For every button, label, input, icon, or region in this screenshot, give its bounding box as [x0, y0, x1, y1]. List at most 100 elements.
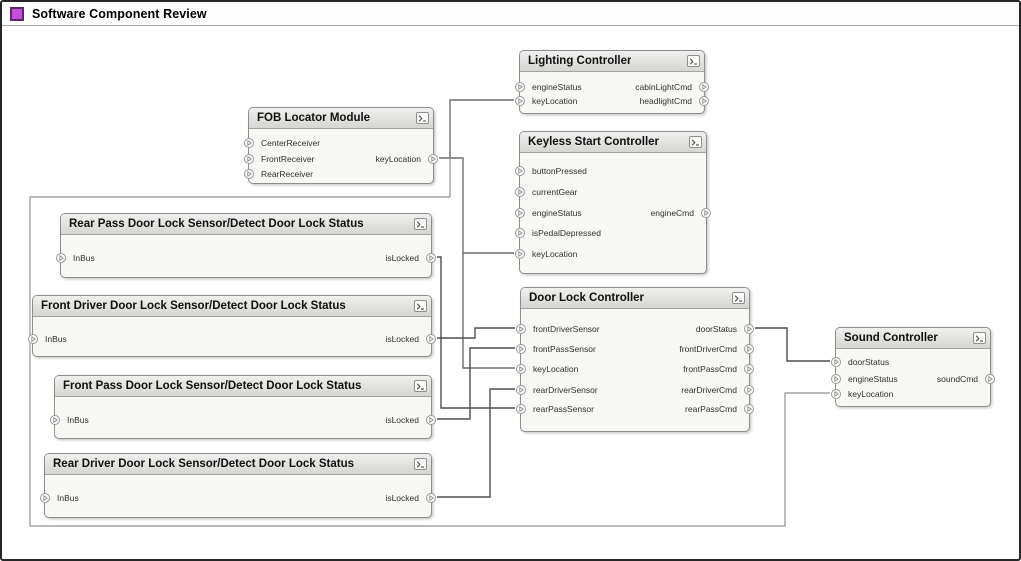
- port-in-FrontReceiver[interactable]: [244, 154, 254, 164]
- port-label-CenterReceiver: CenterReceiver: [261, 138, 321, 148]
- component-header[interactable]: Rear Pass Door Lock Sensor/Detect Door L…: [61, 214, 431, 235]
- port-in-doorStatus[interactable]: [831, 357, 841, 367]
- wire-fob.keyLocation-to-keyless.keyLocation[interactable]: [450, 157, 514, 254]
- window-title: Software Component Review: [32, 6, 207, 21]
- component-lighting[interactable]: Lighting Controller engineStatus keyLocati…: [515, 50, 709, 114]
- port-in-rearDriverSensor[interactable]: [516, 385, 526, 395]
- port-label-keyLocation: keyLocation: [532, 96, 578, 106]
- component-header[interactable]: Front Pass Door Lock Sensor/Detect Door …: [55, 376, 431, 397]
- wire-reardriver.isLocked-to-doorlock.rearDriverSensor[interactable]: [437, 388, 515, 498]
- component-doorlock[interactable]: Door Lock Controller frontDriverSensor fro…: [516, 287, 754, 432]
- wire-fob.keyLocation-to-sound.keyLocation[interactable]: [29, 158, 830, 527]
- wire-fob.keyLocation-to-doorlock.keyLocation[interactable]: [462, 253, 515, 369]
- port-out-frontDriverCmd[interactable]: [744, 344, 754, 354]
- wire-frontpass.isLocked-to-doorlock.frontPassSensor[interactable]: [437, 347, 515, 420]
- port-label-rearDriverCmd: rearDriverCmd: [681, 385, 737, 395]
- port-out-frontPassCmd[interactable]: [744, 364, 754, 374]
- port-out-engineCmd[interactable]: [701, 208, 711, 218]
- wire-fob.keyLocation-to-lighting.keyLocation[interactable]: [439, 99, 514, 159]
- component-frontdriver[interactable]: Front Driver Door Lock Sensor/Detect Doo…: [28, 295, 436, 357]
- content-preview-badge-icon[interactable]: [414, 218, 427, 230]
- port-in-InBus[interactable]: [50, 415, 60, 425]
- wire-doorlock.doorStatus-to-sound.doorStatus[interactable]: [755, 327, 830, 362]
- port-out-isLocked[interactable]: [426, 493, 436, 503]
- component-title: Rear Pass Door Lock Sensor/Detect Door L…: [69, 218, 364, 230]
- component-header[interactable]: Lighting Controller: [520, 51, 704, 72]
- content-preview-badge-icon[interactable]: [414, 300, 427, 312]
- port-in-rearPassSensor[interactable]: [516, 404, 526, 414]
- port-in-RearReceiver[interactable]: [244, 169, 254, 179]
- component-frontpass[interactable]: Front Pass Door Lock Sensor/Detect Door …: [50, 375, 436, 439]
- port-in-engineStatus[interactable]: [515, 208, 525, 218]
- component-title: Sound Controller: [844, 332, 938, 344]
- port-in-keyLocation[interactable]: [516, 364, 526, 374]
- port-out-rearPassCmd[interactable]: [744, 404, 754, 414]
- component-reardriver[interactable]: Rear Driver Door Lock Sensor/Detect Door…: [40, 453, 436, 518]
- port-out-isLocked[interactable]: [426, 334, 436, 344]
- component-title: Front Pass Door Lock Sensor/Detect Door …: [63, 380, 362, 392]
- port-label-frontDriverSensor: frontDriverSensor: [533, 324, 600, 334]
- port-in-keyLocation[interactable]: [515, 249, 525, 259]
- port-out-doorStatus[interactable]: [744, 324, 754, 334]
- port-label-isLocked: isLocked: [385, 415, 419, 425]
- port-label-doorStatus: doorStatus: [695, 324, 737, 334]
- content-preview-badge-icon[interactable]: [414, 458, 427, 470]
- port-label-frontPassSensor: frontPassSensor: [533, 344, 596, 354]
- port-in-InBus[interactable]: [28, 334, 38, 344]
- component-title: Keyless Start Controller: [528, 136, 660, 148]
- content-preview-badge-icon[interactable]: [414, 380, 427, 392]
- title-bar: Software Component Review: [2, 2, 1019, 26]
- port-in-currentGear[interactable]: [515, 187, 525, 197]
- port-out-cabinLightCmd[interactable]: [699, 82, 709, 92]
- port-in-buttonPressed[interactable]: [515, 166, 525, 176]
- wire-frontdriver.isLocked-to-doorlock.frontDriverSensor[interactable]: [437, 327, 515, 339]
- content-preview-badge-icon[interactable]: [416, 112, 429, 124]
- component-title: Lighting Controller: [528, 55, 632, 67]
- port-label-InBus: InBus: [67, 415, 89, 425]
- port-out-isLocked[interactable]: [426, 415, 436, 425]
- port-in-frontDriverSensor[interactable]: [516, 324, 526, 334]
- port-label-headlightCmd: headlightCmd: [639, 96, 692, 106]
- port-in-keyLocation[interactable]: [515, 96, 525, 106]
- wire-rearpass.isLocked-to-doorlock.rearPassSensor[interactable]: [437, 256, 515, 409]
- port-label-isLocked: isLocked: [385, 493, 419, 503]
- port-out-headlightCmd[interactable]: [699, 96, 709, 106]
- port-label-FrontReceiver: FrontReceiver: [261, 154, 315, 164]
- component-header[interactable]: Door Lock Controller: [521, 288, 749, 309]
- port-label-engineStatus: engineStatus: [532, 82, 582, 92]
- port-in-engineStatus[interactable]: [831, 374, 841, 384]
- component-header[interactable]: Front Driver Door Lock Sensor/Detect Doo…: [33, 296, 431, 317]
- port-out-rearDriverCmd[interactable]: [744, 385, 754, 395]
- component-title: Rear Driver Door Lock Sensor/Detect Door…: [53, 458, 354, 470]
- port-out-soundCmd[interactable]: [985, 374, 995, 384]
- component-title: Front Driver Door Lock Sensor/Detect Doo…: [41, 300, 346, 312]
- content-preview-badge-icon[interactable]: [973, 332, 986, 344]
- component-header[interactable]: FOB Locator Module: [249, 108, 433, 129]
- port-out-keyLocation[interactable]: [428, 154, 438, 164]
- component-header[interactable]: Sound Controller: [836, 328, 990, 349]
- port-in-InBus[interactable]: [40, 493, 50, 503]
- port-label-keyLocation: keyLocation: [532, 249, 578, 259]
- component-rearpass[interactable]: Rear Pass Door Lock Sensor/Detect Door L…: [56, 213, 436, 278]
- port-out-isLocked[interactable]: [426, 253, 436, 263]
- port-label-rearDriverSensor: rearDriverSensor: [533, 385, 598, 395]
- component-title: FOB Locator Module: [257, 112, 371, 124]
- port-in-isPedalDepressed[interactable]: [515, 228, 525, 238]
- port-in-keyLocation[interactable]: [831, 389, 841, 399]
- component-header[interactable]: Keyless Start Controller: [520, 132, 706, 153]
- port-in-frontPassSensor[interactable]: [516, 344, 526, 354]
- port-in-engineStatus[interactable]: [515, 82, 525, 92]
- component-title: Door Lock Controller: [529, 292, 645, 304]
- port-in-InBus[interactable]: [56, 253, 66, 263]
- content-preview-badge-icon[interactable]: [732, 292, 745, 304]
- content-preview-badge-icon[interactable]: [689, 136, 702, 148]
- port-in-CenterReceiver[interactable]: [244, 138, 254, 148]
- component-header[interactable]: Rear Driver Door Lock Sensor/Detect Door…: [45, 454, 431, 475]
- content-preview-badge-icon[interactable]: [687, 55, 700, 67]
